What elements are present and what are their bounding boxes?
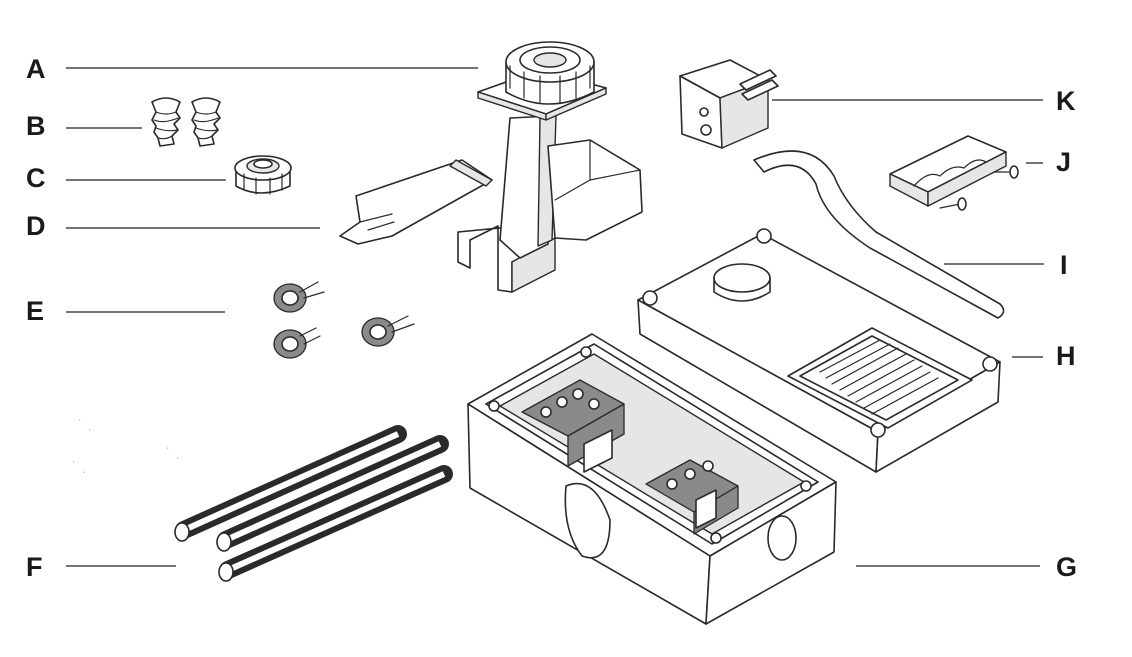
part-h-lid — [637, 228, 1001, 473]
label-b: B — [26, 111, 46, 141]
part-d-tube — [339, 159, 493, 245]
part-e-cables — [73, 281, 415, 474]
label-f: F — [26, 552, 43, 582]
part-b-plugs — [151, 97, 221, 147]
label-j: J — [1056, 147, 1071, 177]
part-a-stand — [457, 41, 643, 293]
part-j-clamp — [889, 135, 1019, 211]
label-i: I — [1060, 250, 1068, 280]
label-k: K — [1056, 86, 1076, 116]
part-i-wrench — [753, 150, 1005, 319]
label-h: H — [1056, 341, 1076, 371]
label-d: D — [26, 211, 46, 241]
label-a: A — [26, 54, 46, 84]
callout-labels: A B C D E F G H I J K — [26, 54, 1077, 582]
label-e: E — [26, 296, 44, 326]
label-c: C — [26, 163, 46, 193]
label-g: G — [1056, 552, 1077, 582]
part-c-nut — [234, 155, 292, 195]
part-k-block — [679, 59, 779, 149]
part-f-rods — [174, 425, 453, 582]
part-g-box — [467, 333, 837, 625]
